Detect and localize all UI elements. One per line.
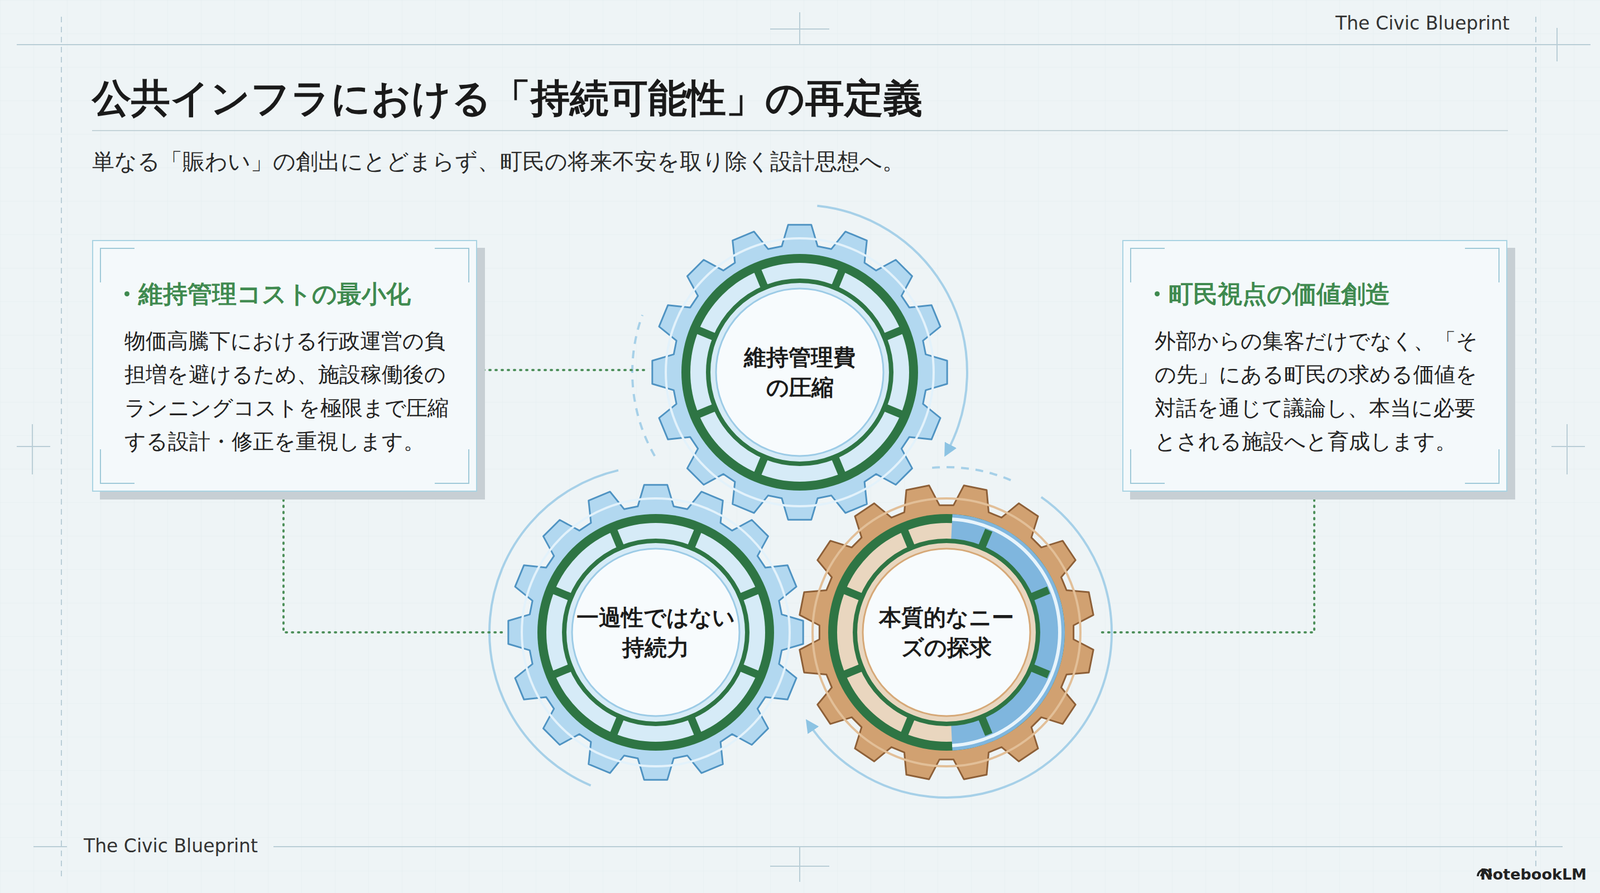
box-body: 外部からの集客だけでなく、「その先」にある町民の求める価値を対話を通じて議論し、… bbox=[1154, 324, 1488, 459]
gear-label: 維持管理費の圧縮 bbox=[740, 342, 860, 403]
gear-node: 維持管理費の圧縮 bbox=[649, 221, 951, 523]
gear-label: 一過性ではない持続力 bbox=[572, 602, 740, 663]
brand-label: The Civic Blueprint bbox=[83, 834, 258, 857]
frame bbox=[16, 12, 1591, 882]
gear-shape bbox=[649, 221, 951, 523]
corner-bracket bbox=[99, 247, 135, 283]
wood-gear bbox=[795, 481, 1098, 783]
box-heading: 町民視点の価値創造 bbox=[1168, 277, 1391, 310]
gear-node: 一過性ではない持続力 bbox=[505, 481, 807, 783]
brand-label: The Civic Blueprint bbox=[1335, 12, 1510, 35]
box-heading: 維持管理コストの最小化 bbox=[138, 277, 411, 310]
title: 公共インフラにおける「持続可能性」の再定義 bbox=[92, 72, 923, 126]
corner-bracket bbox=[1464, 247, 1500, 283]
gear-label: 本質的なニーズの探求 bbox=[876, 602, 1017, 663]
rotation-arrows bbox=[489, 205, 1112, 798]
rotation-arrow bbox=[632, 314, 655, 456]
watermark: NotebookLM bbox=[1480, 865, 1587, 883]
feature-box: 維持管理コストの最小化物価高騰下における行政運営の負担増を避けるため、施設稼働後… bbox=[92, 239, 478, 492]
corner-bracket bbox=[1464, 449, 1500, 484]
bullet bbox=[1154, 291, 1160, 297]
dotted-connector bbox=[283, 499, 506, 633]
rotation-arrow bbox=[931, 467, 1017, 483]
corner-bracket bbox=[1130, 247, 1165, 283]
subtitle: 単なる「賑わい」の創出にとどまらず、町民の将来不安を取り除く設計思想へ。 bbox=[92, 146, 905, 177]
feature-box: 町民視点の価値創造外部からの集客だけでなく、「その先」にある町民の求める価値を対… bbox=[1122, 239, 1508, 492]
box-body: 物価高騰下における行政運営の負担増を避けるため、施設稼働後のランニングコストを極… bbox=[124, 324, 458, 459]
corner-bracket bbox=[434, 247, 470, 283]
bullet bbox=[124, 291, 130, 297]
gear-node: 本質的なニーズの探求 bbox=[795, 481, 1098, 783]
corner-bracket bbox=[434, 449, 470, 484]
dotted-connector bbox=[1097, 499, 1315, 633]
dotted-connector bbox=[477, 368, 650, 372]
corner-bracket bbox=[1130, 449, 1165, 484]
gear-shape bbox=[505, 481, 807, 783]
corner-bracket bbox=[99, 449, 135, 484]
